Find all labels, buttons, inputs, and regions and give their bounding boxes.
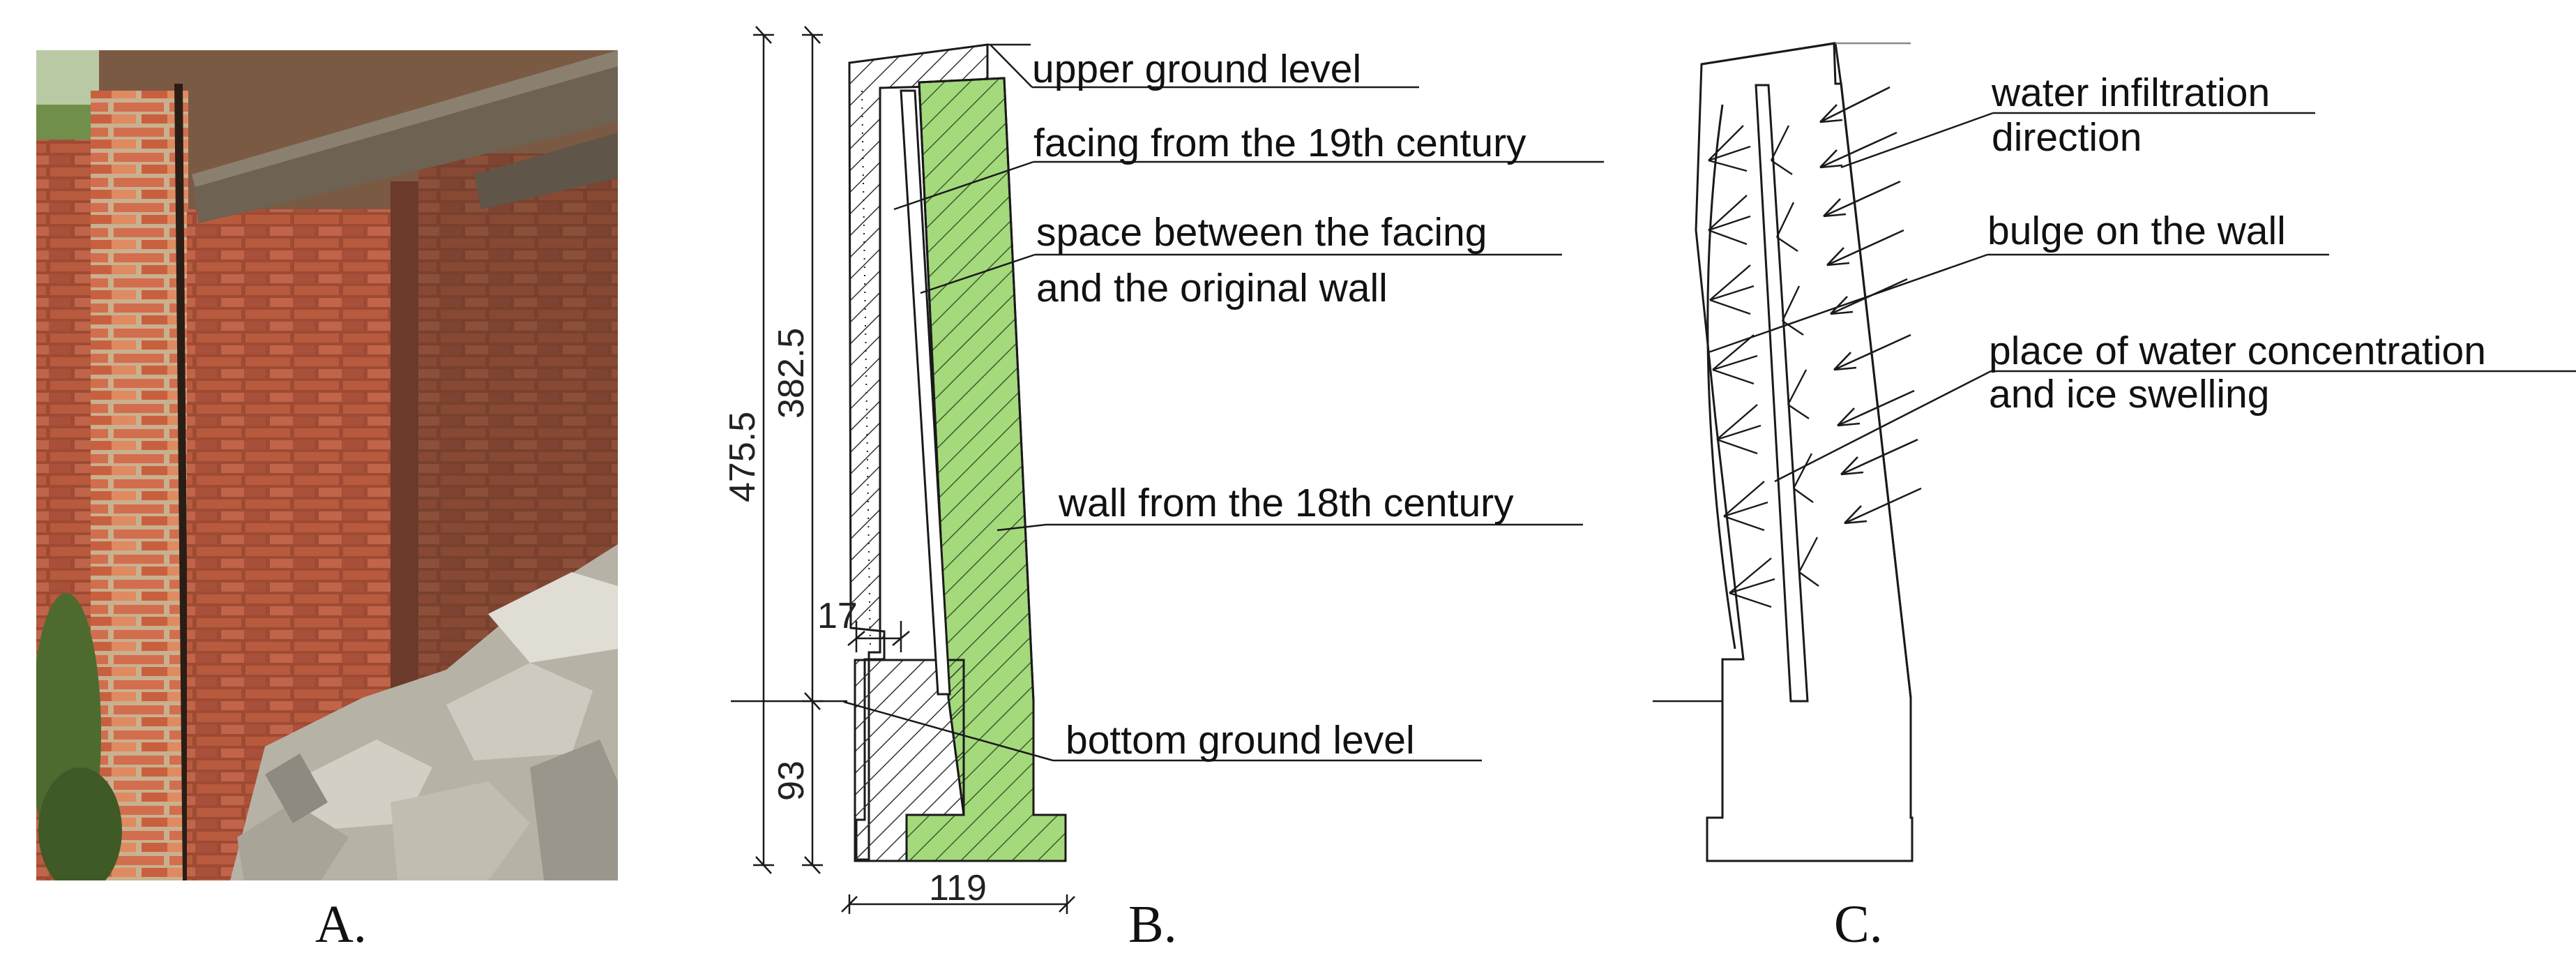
- outline-wall: [1695, 42, 1914, 862]
- label-facing-19th-century: facing from the 19th century: [1033, 121, 1526, 165]
- dim-width: 119: [929, 868, 987, 908]
- caption-a: A.: [315, 895, 367, 954]
- dim-gap: 17: [817, 596, 858, 636]
- ice-swelling-marks: [1708, 125, 1819, 608]
- water-infiltration-arrows: [1819, 86, 1922, 525]
- panel-b-dimensions: [753, 26, 1075, 914]
- label-upper-ground-level: upper ground level: [1032, 47, 1361, 91]
- label-wall-18th-century: wall from the 18th century: [1058, 481, 1514, 525]
- label-space-line2: and the original wall: [1036, 266, 1388, 310]
- label-water-infiltration-line2: direction: [1992, 115, 2142, 160]
- label-water-concentration-line1: place of water concentration: [1989, 329, 2486, 373]
- label-bottom-ground-level: bottom ground level: [1066, 718, 1415, 763]
- panel-c-section: [1653, 42, 1914, 862]
- space-between-facing-and-wall: [900, 89, 951, 696]
- caption-c: C.: [1834, 895, 1883, 954]
- dim-upper-height: 382.5: [771, 328, 812, 419]
- label-bulge-on-wall: bulge on the wall: [1987, 209, 2286, 253]
- caption-b: B.: [1128, 895, 1177, 954]
- panel-b-section: [731, 43, 1067, 862]
- label-space-line1: space between the facing: [1036, 210, 1487, 255]
- panel-a-photo: [36, 50, 618, 880]
- dim-lower-height: 93: [771, 760, 812, 801]
- dim-total-height: 475.5: [722, 412, 763, 502]
- panel-c-leaders: [1708, 112, 2576, 483]
- panel-b-leaders: [843, 44, 1604, 762]
- bulge-curve: [1706, 104, 1736, 650]
- label-water-infiltration-line1: water infiltration: [1991, 70, 2270, 115]
- label-water-concentration-line2: and ice swelling: [1989, 372, 2269, 417]
